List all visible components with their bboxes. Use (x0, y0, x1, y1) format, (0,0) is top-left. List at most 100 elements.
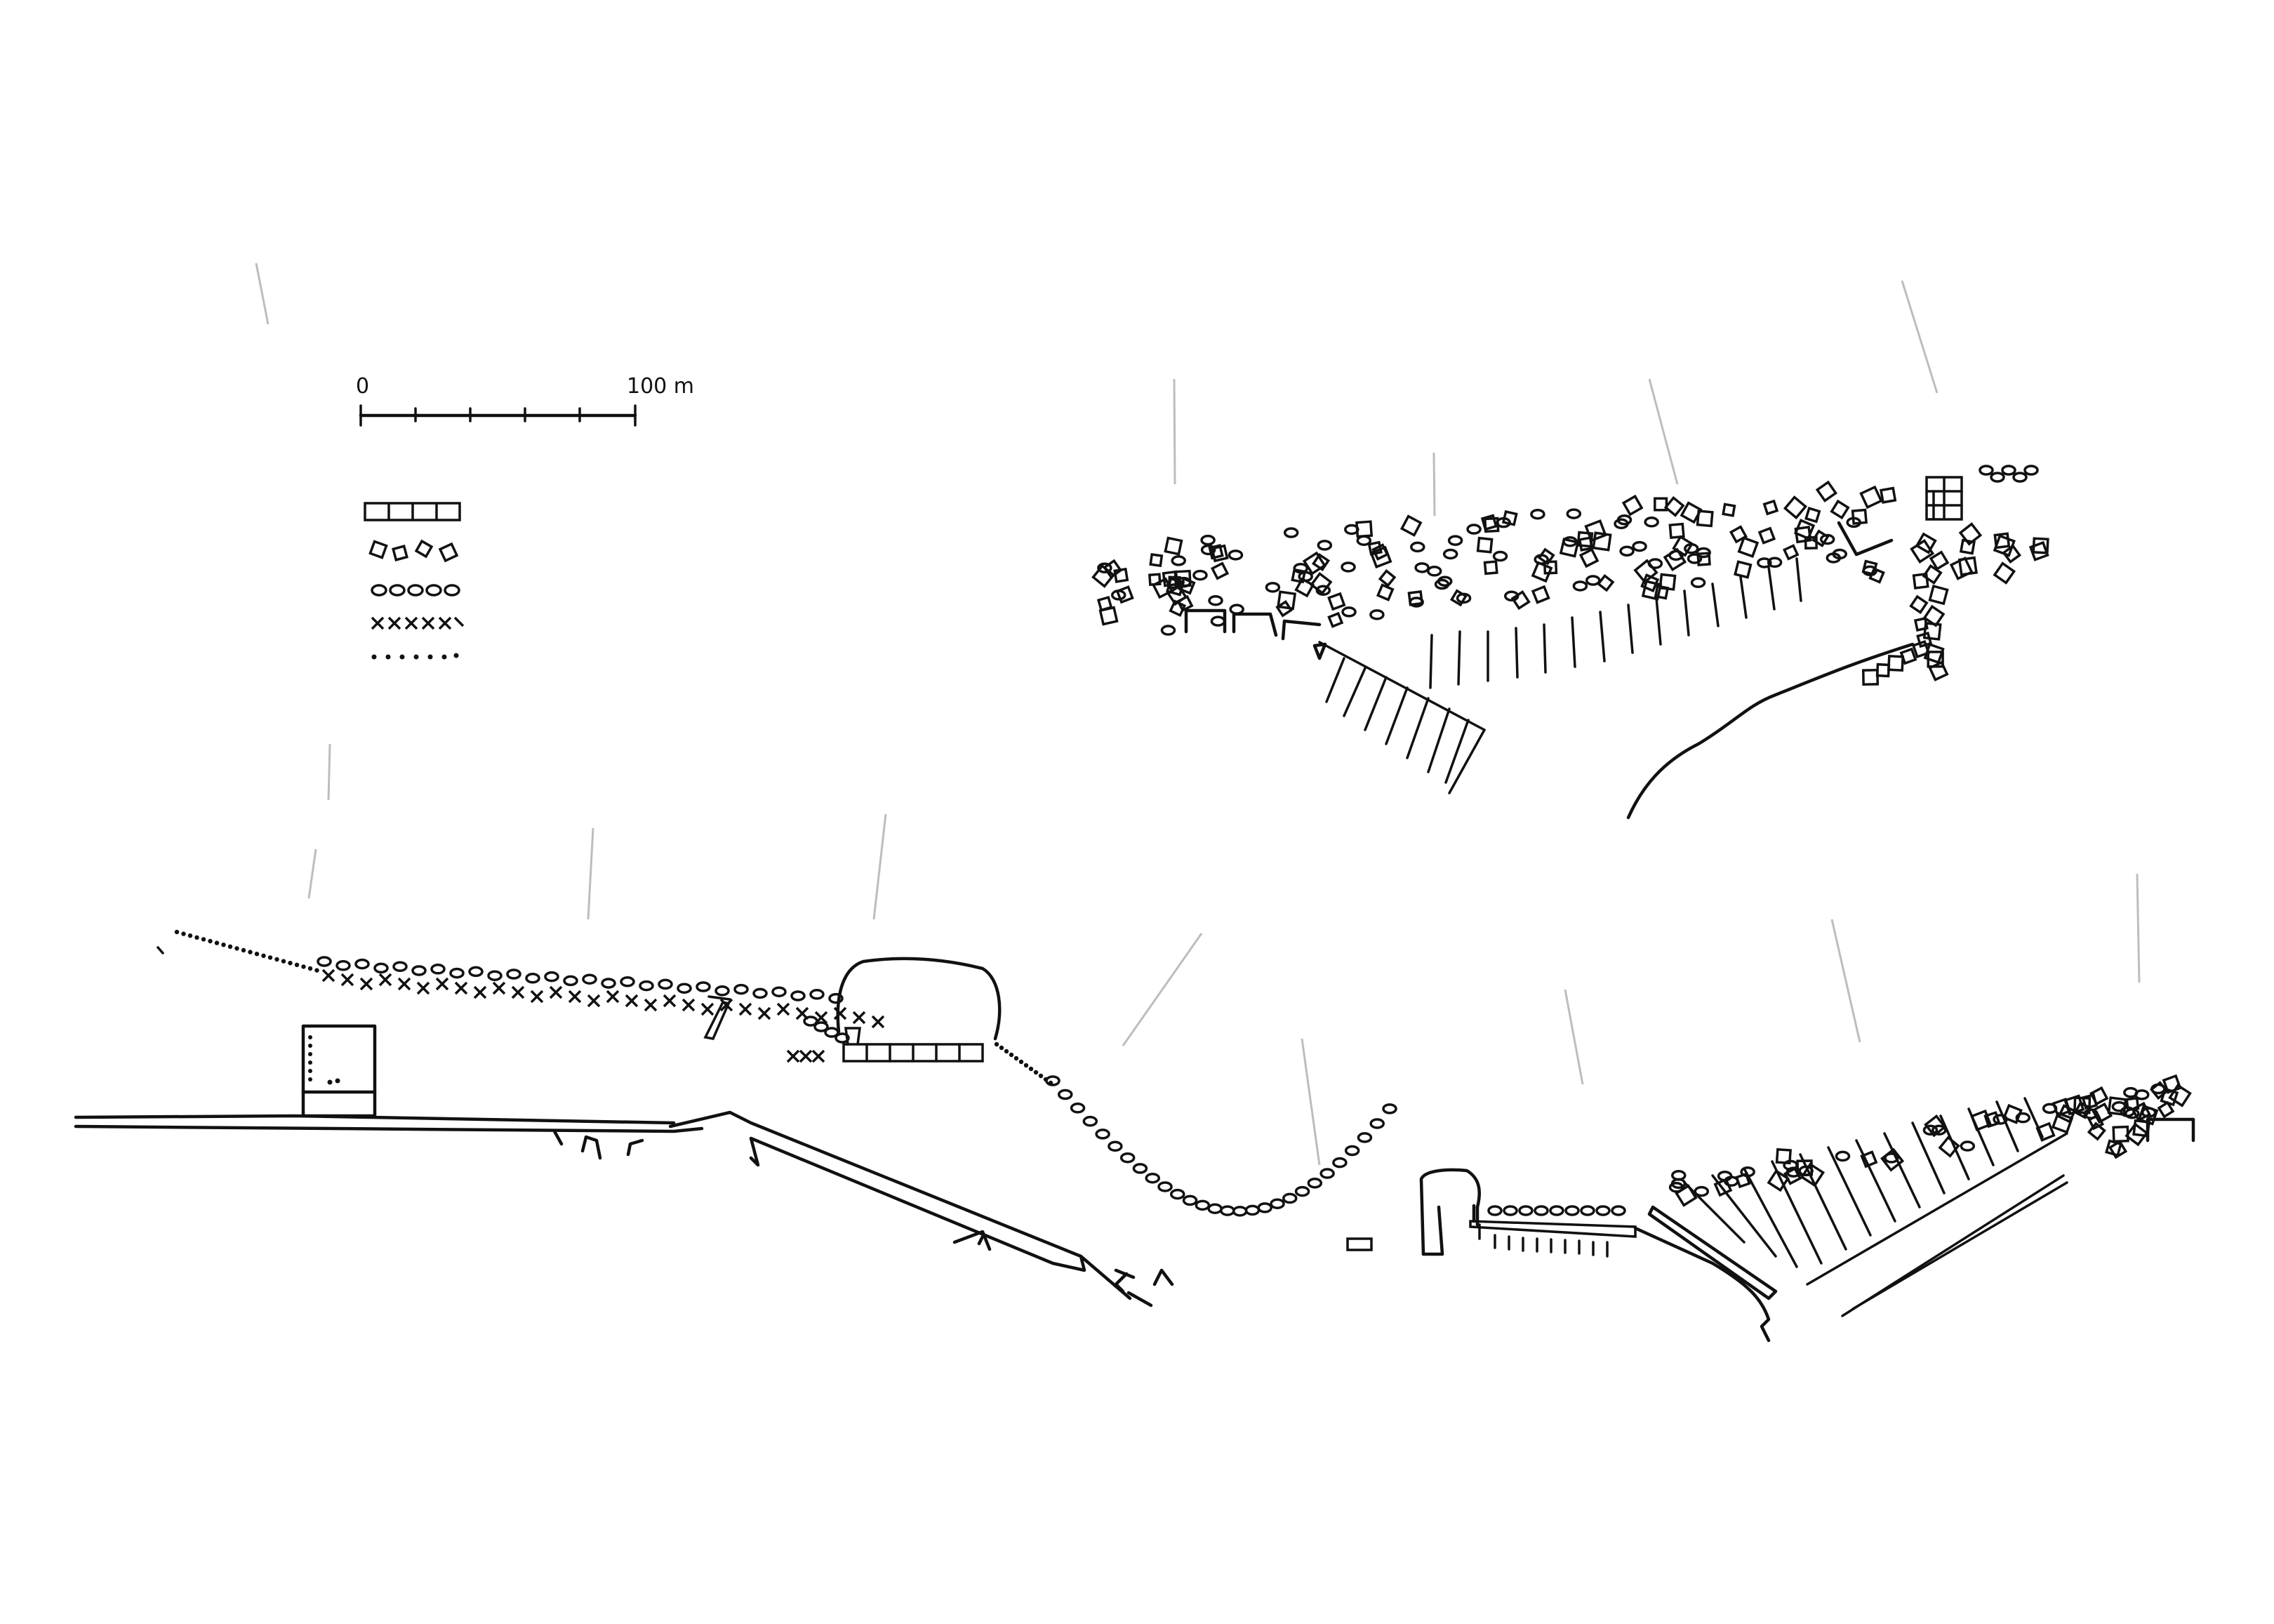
cross-marker (776, 1002, 790, 1016)
oval-marker (824, 1027, 839, 1038)
oval-marker (1434, 578, 1450, 590)
cross-marker (663, 994, 677, 1008)
lower-cove-a (552, 1129, 644, 1160)
tower-dot (308, 1069, 312, 1073)
rock-marker (1559, 538, 1580, 558)
legend (364, 502, 465, 660)
dot-marker (294, 962, 300, 968)
oval-marker (1644, 517, 1659, 528)
rock-marker (1875, 663, 1891, 678)
rock-marker (1970, 1109, 1993, 1131)
oval-marker (1410, 541, 1425, 553)
lower-east-bracket (2146, 1117, 2195, 1143)
lower-rock-cluster (1668, 1074, 2192, 1207)
cross-marker (378, 973, 392, 987)
rock-marker (2112, 1125, 2129, 1143)
rock-marker (1783, 495, 1808, 520)
cross-marker (473, 985, 487, 999)
cross-marker (757, 1006, 771, 1020)
tower-dot (308, 1077, 312, 1081)
oval-marker (1208, 594, 1223, 606)
rock-marker (2057, 1104, 2077, 1124)
oval-marker (1265, 582, 1281, 593)
lower-jetty (668, 1110, 1132, 1300)
rock-marker (1169, 599, 1187, 618)
rock-marker (1910, 538, 1935, 564)
rock-marker (1775, 1147, 1792, 1165)
rock-marker (1793, 519, 1816, 540)
dot-marker (181, 931, 186, 936)
oval-marker (392, 961, 408, 972)
upper-slope-hatching (1318, 557, 1802, 794)
rock-marker (1804, 507, 1821, 524)
cross-marker (625, 994, 639, 1008)
rock-marker (1815, 480, 1838, 502)
oval-marker (1257, 1202, 1272, 1213)
oval-marker (1357, 1132, 1373, 1143)
rock-marker (1096, 595, 1113, 612)
cross-marker (738, 1002, 752, 1016)
lower-enclosure-east-sides (1421, 1204, 1480, 1256)
oval-marker (1767, 557, 1783, 568)
oval-marker (1195, 1199, 1211, 1211)
oval-marker (1979, 465, 1994, 476)
cross-marker (492, 981, 506, 995)
lower-coastline (74, 1114, 704, 1133)
oval-marker (1442, 548, 1458, 560)
oval-marker (733, 983, 749, 995)
rock-marker (1654, 497, 1668, 512)
oval-marker (1447, 535, 1463, 546)
oval-marker (1835, 1150, 1851, 1162)
oval-marker (1232, 1206, 1248, 1217)
dot-marker (241, 947, 246, 953)
rock-marker (1355, 520, 1374, 538)
oval-marker (1668, 1182, 1684, 1193)
rock-marker (1578, 547, 1600, 568)
cross-marker (340, 973, 354, 987)
rock-marker (2131, 1101, 2152, 1122)
rock-marker (1762, 499, 1779, 516)
rock-marker (1399, 514, 1423, 537)
rock-marker (1578, 536, 1594, 552)
dot-marker (201, 937, 206, 942)
oval-marker (639, 980, 654, 992)
dot-marker (307, 966, 313, 971)
rock-marker (1302, 551, 1326, 575)
oval-marker (1696, 547, 1711, 559)
lower-oval-row (317, 956, 1626, 1217)
rock-marker (2073, 1096, 2092, 1114)
oval-marker (582, 973, 597, 985)
rock-marker (1868, 567, 1885, 584)
rock-marker (2108, 1140, 2128, 1159)
rock-marker (1938, 1136, 1960, 1158)
lower-enclosure-west (836, 957, 1002, 1041)
tower-dot (308, 1035, 312, 1039)
rock-marker (1929, 550, 1950, 571)
rock-marker (1993, 561, 2016, 585)
rock-marker (1531, 585, 1550, 604)
oval-marker (1757, 557, 1772, 568)
oval-marker (1270, 1198, 1285, 1209)
dot-marker (994, 1041, 999, 1047)
rock-marker (1811, 529, 1830, 547)
rock-marker (1924, 1114, 1947, 1138)
cross-marker (397, 977, 411, 991)
oval-marker (2042, 1103, 2058, 1114)
cross-marker (549, 985, 563, 999)
oval-marker (1717, 1171, 1733, 1182)
cross-marker (871, 1015, 885, 1029)
cross-marker (786, 1049, 800, 1063)
oval-marker (1960, 1140, 1976, 1152)
rock-marker (1115, 585, 1134, 604)
rock-marker (2157, 1100, 2175, 1119)
oval-marker (430, 964, 446, 975)
oval-marker (449, 967, 465, 979)
dot-marker (174, 929, 180, 935)
dot-marker (1023, 1063, 1029, 1068)
lower-block-wall-west (703, 995, 1373, 1251)
rock-marker (1922, 564, 1943, 585)
oval-marker (487, 970, 503, 981)
oval-marker (1307, 1177, 1323, 1189)
oval-marker (1572, 580, 1588, 592)
oval-marker (601, 978, 616, 989)
